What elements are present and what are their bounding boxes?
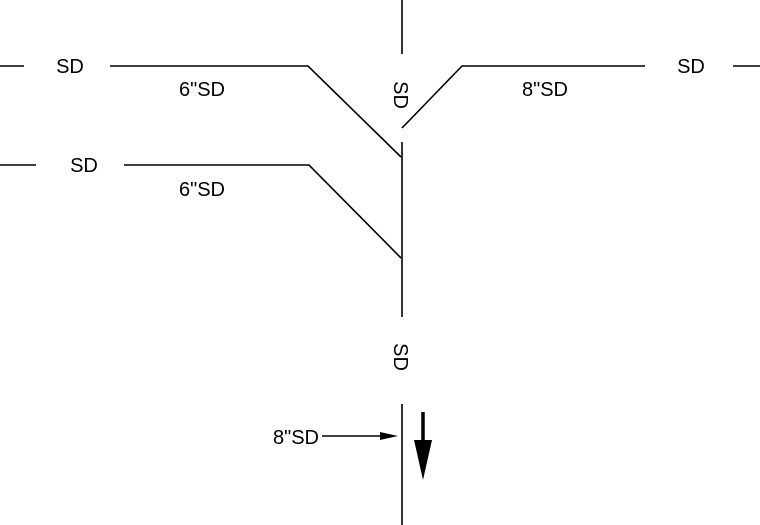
upper-left-pipe xyxy=(110,65,402,158)
upper-right-pipe xyxy=(401,65,645,129)
pipe-label-outlet: 8"SD xyxy=(273,427,319,449)
sd-label-top-right: SD xyxy=(677,56,705,78)
outlet-leader-arrowhead xyxy=(380,432,398,440)
sd-label-top-left: SD xyxy=(56,56,84,78)
flow-direction-arrow-icon xyxy=(414,440,432,480)
pipe-label-upper-left: 6"SD xyxy=(179,79,225,101)
sd-label-vertical-bottom: SD xyxy=(389,343,411,371)
lower-left-pipe xyxy=(124,164,402,259)
sd-label-vertical-top: SD xyxy=(389,81,411,109)
pipe-label-upper-right: 8"SD xyxy=(522,79,568,101)
sd-label-middle-left: SD xyxy=(70,155,98,177)
pipe-label-lower-left: 6"SD xyxy=(179,179,225,201)
